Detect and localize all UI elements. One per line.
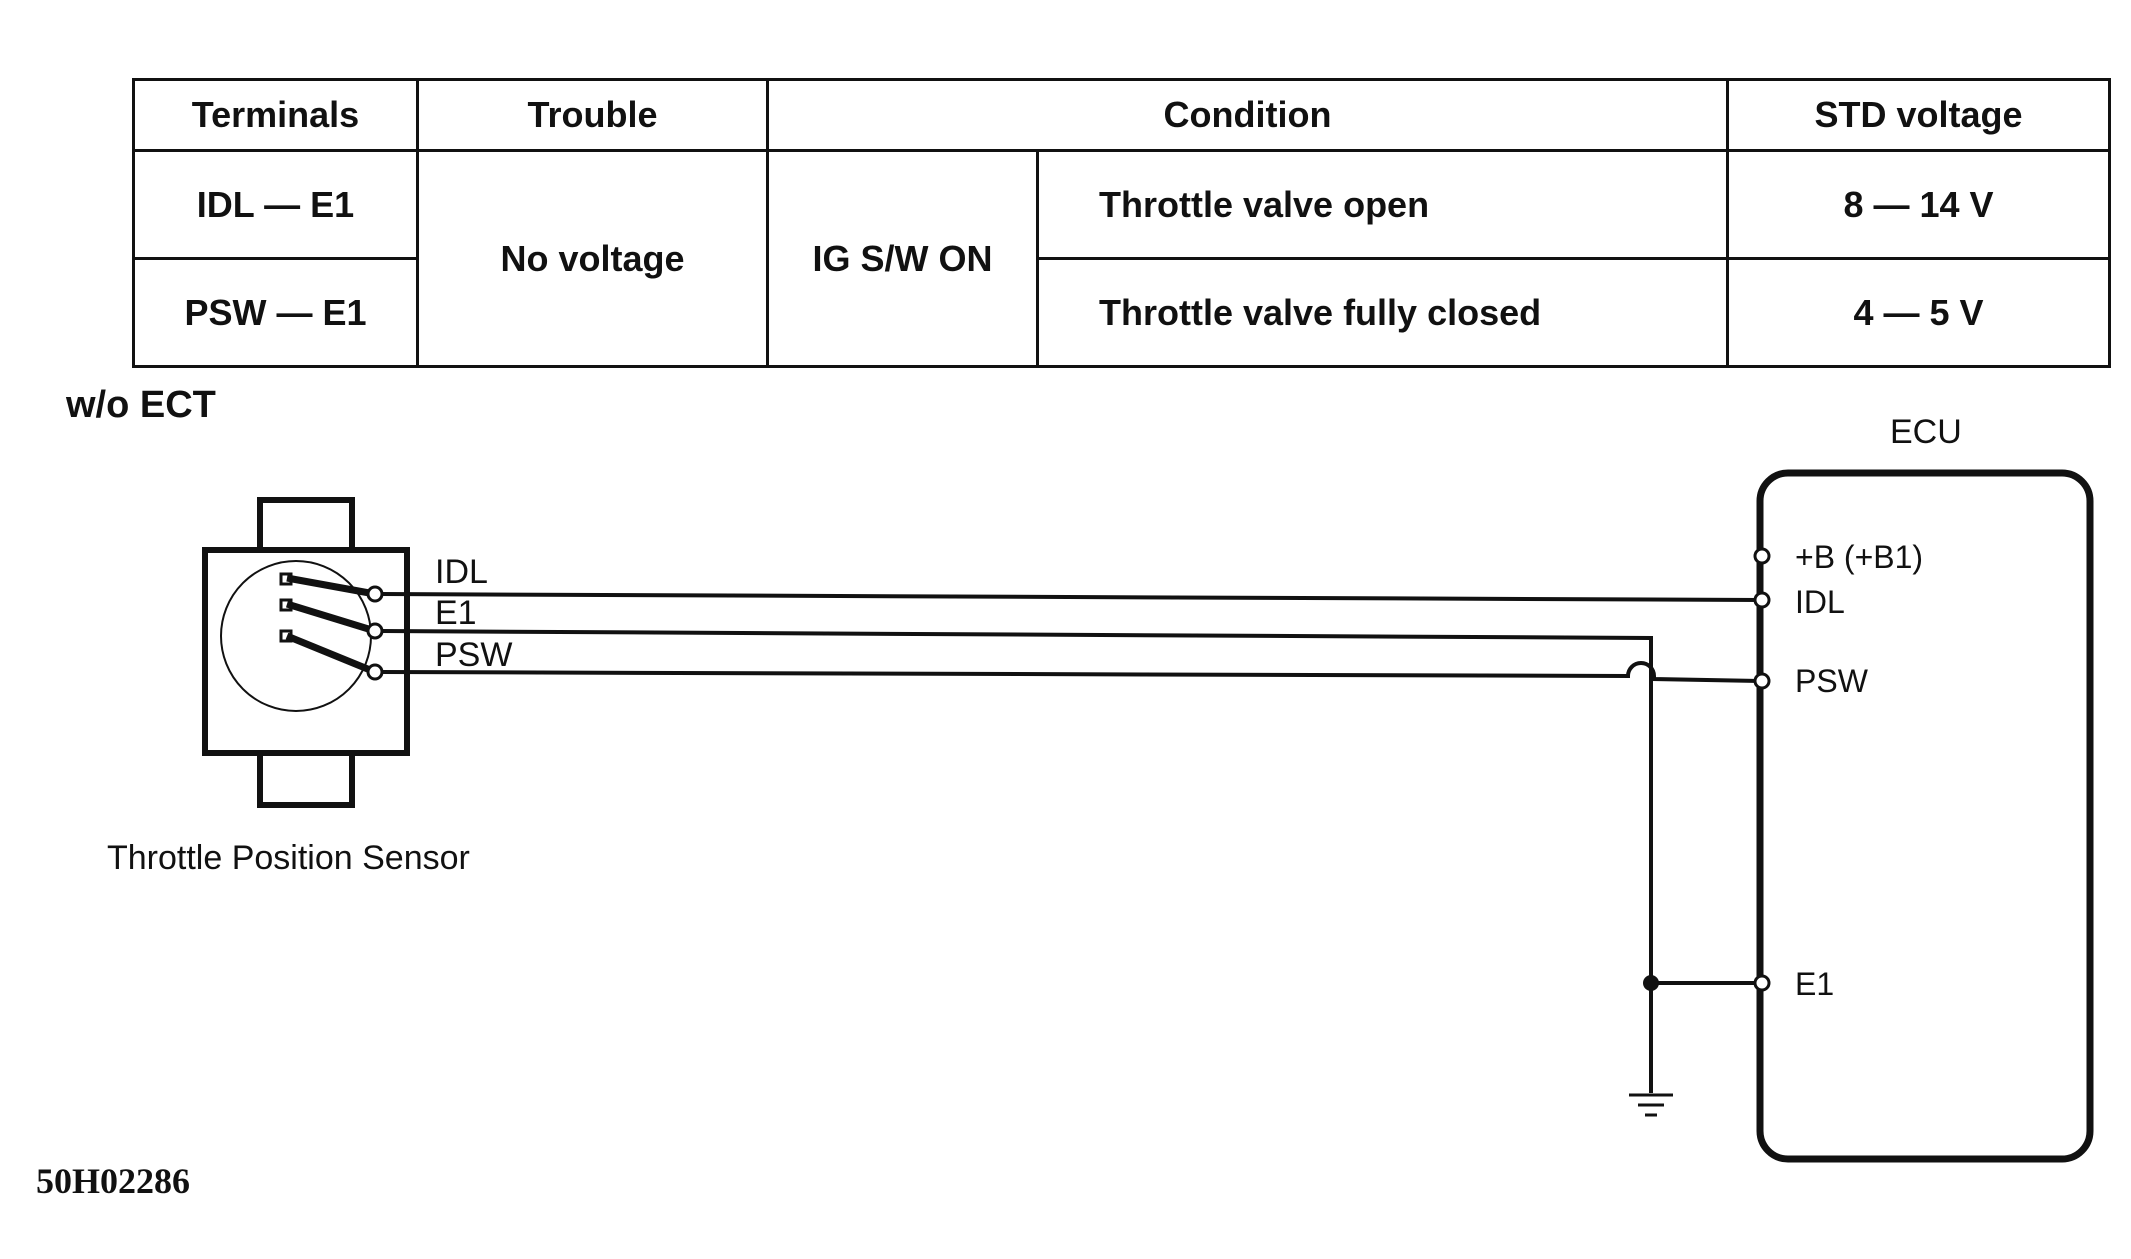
wire-idl bbox=[374, 592, 1761, 602]
ecu-label-b: +B (+B1) bbox=[1795, 539, 1923, 575]
table-header-row: Terminals Trouble Condition STD voltage bbox=[132, 78, 2112, 152]
cell-trouble: No voltage bbox=[416, 149, 769, 368]
sensor-top-tab bbox=[257, 497, 355, 553]
cell-terminals: IDL — E1 bbox=[132, 149, 419, 260]
sensor-bottom-tab bbox=[257, 750, 355, 808]
cell-condition-detail: Throttle valve open bbox=[1035, 149, 1730, 260]
wire-e1 bbox=[374, 629, 1760, 985]
contact-arm-idl bbox=[286, 574, 376, 598]
cell-std-voltage: 4 — 5 V bbox=[1726, 257, 2112, 368]
header-trouble: Trouble bbox=[416, 78, 769, 152]
ground-junction-dot bbox=[1643, 975, 1659, 991]
figure-code: 50H02286 bbox=[36, 1161, 191, 1201]
sensor-terminal-psw bbox=[366, 663, 384, 681]
header-terminals: Terminals bbox=[132, 78, 419, 152]
cell-terminals: PSW — E1 bbox=[132, 257, 419, 368]
wire-psw bbox=[374, 661, 1761, 683]
sensor-terminal-idl bbox=[366, 585, 384, 603]
ecu-terminal-b bbox=[1753, 547, 1771, 565]
sensor-label-idl: IDL bbox=[435, 553, 488, 591]
sensor-terminal-dots bbox=[366, 585, 384, 681]
cell-std-voltage: 8 — 14 V bbox=[1726, 149, 2112, 260]
harness-wires bbox=[374, 592, 1761, 1093]
ecu-terminal-dots bbox=[1753, 547, 1771, 992]
variant-label: w/o ECT bbox=[66, 384, 216, 426]
ecu-label-psw: PSW bbox=[1795, 663, 1869, 699]
ecu-terminal-e1 bbox=[1753, 974, 1771, 992]
spec-table: Terminals Trouble Condition STD voltage … bbox=[132, 78, 2112, 368]
contact-pivot-psw bbox=[279, 629, 293, 643]
cell-condition-main: IG S/W ON bbox=[766, 149, 1039, 368]
sensor-terminal-e1 bbox=[366, 622, 384, 640]
throttle-position-sensor bbox=[202, 497, 410, 808]
table-row: IDL — E1 No voltage IG S/W ON Throttle v… bbox=[132, 149, 2112, 368]
header-condition: Condition bbox=[765, 78, 1730, 152]
ecu-box bbox=[1756, 469, 2094, 1163]
contact-pivot-e1 bbox=[279, 598, 293, 612]
ecu-label-e1: E1 bbox=[1795, 966, 1834, 1002]
contact-pivot-idl bbox=[279, 572, 293, 586]
ecu-terminal-idl bbox=[1753, 591, 1771, 609]
ecu-terminal-psw bbox=[1753, 672, 1771, 690]
header-std-voltage: STD voltage bbox=[1726, 78, 2112, 152]
sensor-label-e1: E1 bbox=[435, 594, 477, 632]
ground-icon bbox=[1629, 1093, 1673, 1117]
cell-condition-detail: Throttle valve fully closed bbox=[1035, 257, 1730, 368]
contact-arm-psw bbox=[285, 632, 377, 676]
sensor-label-psw: PSW bbox=[435, 636, 512, 674]
table-row: PSW — E1 Throttle valve fully closed 4 —… bbox=[132, 257, 2112, 368]
contact-arm-e1 bbox=[285, 600, 377, 635]
sensor-name-label: Throttle Position Sensor bbox=[107, 839, 470, 877]
ecu-name-label: ECU bbox=[1890, 413, 1962, 451]
ecu-label-idl: IDL bbox=[1795, 584, 1845, 620]
